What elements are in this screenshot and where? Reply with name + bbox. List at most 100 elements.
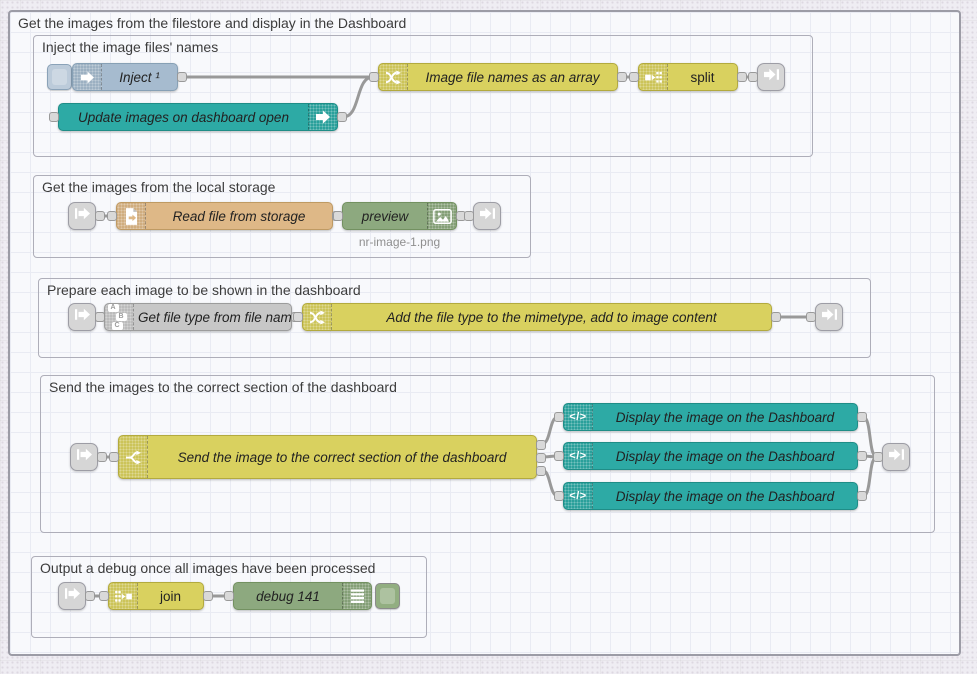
input-port[interactable] [748,72,758,82]
switch-node[interactable]: Send the image to the correct section of… [109,435,546,479]
output-port[interactable] [857,491,867,501]
split-node[interactable]: split [629,63,747,91]
group-local-storage[interactable]: Get the images from the local storage [33,175,531,258]
debug-node[interactable]: debug 141 [224,582,372,610]
display-image-node-3[interactable]: </> Display the image on the Dashboard [554,482,867,510]
function-array-node[interactable]: Image file names as an array [369,63,627,91]
input-port[interactable] [554,412,564,422]
node-label: Inject ¹ [119,69,160,85]
node-label: Display the image on the Dashboard [615,409,835,425]
node-label: debug 141 [256,588,320,604]
input-port[interactable] [554,491,564,501]
node-label: preview [361,208,409,224]
arrow-right-icon [308,104,337,130]
output-port[interactable] [737,72,747,82]
link-out-node[interactable] [873,443,910,471]
input-port[interactable] [333,211,343,221]
input-port[interactable] [464,211,474,221]
function-shuffle-icon [303,304,332,330]
input-port[interactable] [99,591,109,601]
output-port[interactable] [85,591,95,601]
node-label: Send the image to the correct section of… [177,449,507,465]
inject-node[interactable]: Inject ¹ [72,63,187,91]
input-port[interactable] [107,211,117,221]
output-port[interactable] [95,211,105,221]
output-port[interactable] [203,591,213,601]
code-icon: </> [564,483,593,509]
link-in-icon [64,587,80,605]
node-status: nr-image-1.png [358,235,441,249]
link-in-node[interactable] [58,582,95,610]
ui-control-node[interactable]: Update images on dashboard open [49,103,347,131]
group-inject-files-label: Inject the image files' names [42,39,219,55]
preview-node[interactable]: preview [333,202,466,230]
input-port[interactable] [554,451,564,461]
input-port[interactable] [224,591,234,601]
input-port[interactable] [49,112,59,122]
switch-fork-icon [119,436,148,478]
link-in-node[interactable] [68,303,105,331]
join-icon [109,583,138,609]
function-mimetype-node[interactable]: Add the file type to the mimetype, add t… [293,303,781,331]
link-out-icon [479,207,495,225]
output-port-3[interactable] [536,466,546,476]
output-port[interactable] [617,72,627,82]
link-out-node[interactable] [806,303,843,331]
join-node[interactable]: join [99,582,213,610]
output-port-2[interactable] [536,453,546,463]
input-port[interactable] [293,312,303,322]
output-port[interactable] [97,452,107,462]
input-port[interactable] [873,452,883,462]
output-port[interactable] [857,451,867,461]
link-out-icon [888,448,904,466]
group-local-storage-label: Get the images from the local storage [42,179,276,195]
link-in-node[interactable] [68,202,105,230]
output-port[interactable] [771,312,781,322]
input-port[interactable] [95,312,105,322]
link-out-icon [763,68,779,86]
code-icon: </> [564,404,593,430]
node-label: join [159,588,181,604]
link-out-node[interactable] [464,202,501,230]
output-port[interactable] [857,412,867,422]
input-port[interactable] [806,312,816,322]
display-image-node-2[interactable]: </> Display the image on the Dashboard [554,442,867,470]
group-send-dashboard[interactable]: Send the images to the correct section o… [40,375,935,533]
inject-arrow-icon [73,64,102,90]
group-inject-files[interactable]: Inject the image files' names [33,35,813,157]
link-in-icon [74,207,90,225]
function-shuffle-icon [379,64,408,90]
split-icon [639,64,668,90]
node-label: Get file type from file name [138,309,300,325]
code-icon: </> [564,443,593,469]
node-label: Display the image on the Dashboard [615,488,835,504]
inject-button[interactable] [47,64,72,90]
display-image-node-1[interactable]: </> Display the image on the Dashboard [554,403,867,431]
output-port-1[interactable] [536,440,546,450]
node-label: Image file names as an array [425,69,600,85]
output-port[interactable] [337,112,347,122]
input-port[interactable] [629,72,639,82]
group-debug-output[interactable]: Output a debug once all images have been… [31,556,427,638]
output-port[interactable] [177,72,187,82]
node-label: Display the image on the Dashboard [615,448,835,464]
group-outer-label: Get the images from the filestore and di… [18,15,407,31]
group-send-dashboard-label: Send the images to the correct section o… [49,379,397,395]
debug-toggle-button[interactable] [375,583,400,609]
link-in-icon [74,308,90,326]
debug-list-icon [342,583,371,609]
node-label: Read file from storage [172,208,306,224]
group-debug-output-label: Output a debug once all images have been… [40,560,376,576]
read-file-node[interactable]: Read file from storage [107,202,342,230]
link-out-node[interactable] [748,63,785,91]
link-in-node[interactable] [70,443,107,471]
input-port[interactable] [109,452,119,462]
input-port[interactable] [369,72,379,82]
link-in-icon [76,448,92,466]
node-label: Update images on dashboard open [78,109,289,125]
link-out-icon [821,308,837,326]
group-prepare-image[interactable]: Prepare each image to be shown in the da… [38,278,871,358]
